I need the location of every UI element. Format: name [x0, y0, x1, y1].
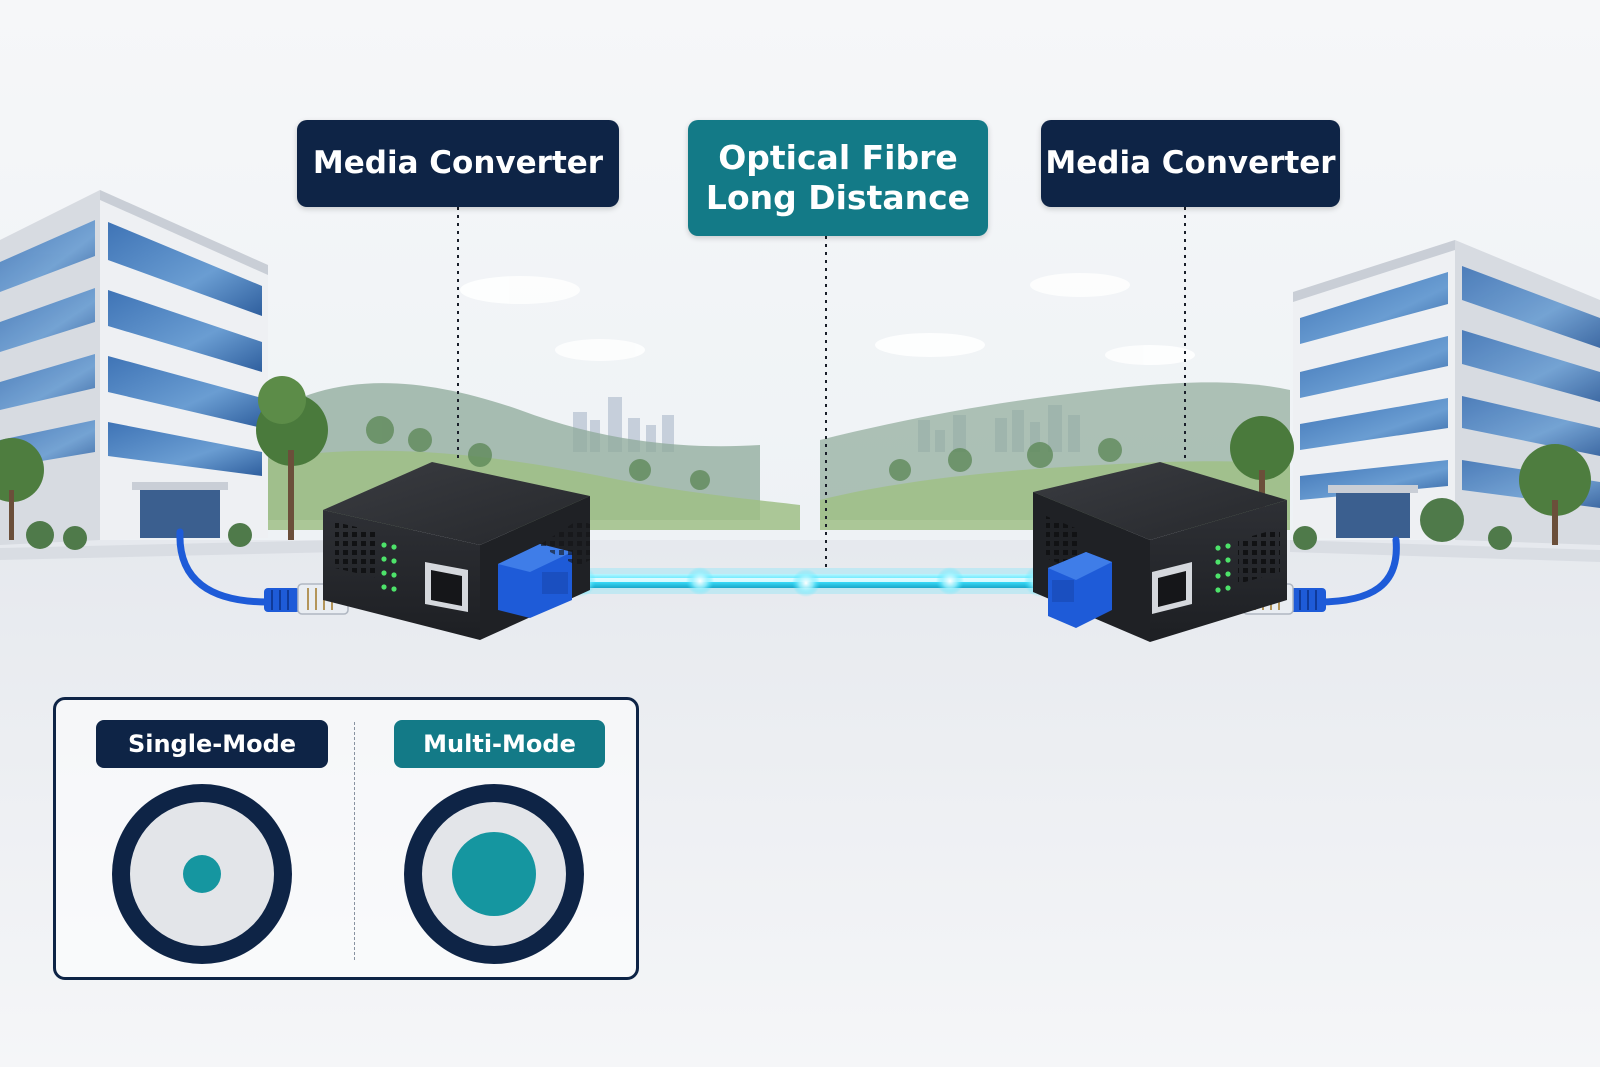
optical-fibre-label-line2: Long Distance [706, 178, 970, 218]
optical-fibre-label-line1: Optical Fibre [718, 138, 958, 178]
single-mode-label: Single-Mode [96, 720, 328, 768]
single-mode-core-icon [110, 782, 294, 966]
panel-divider [354, 722, 355, 960]
fibre-type-panel: Single-Mode Multi-Mode [53, 697, 639, 980]
media-converter-label-left-text: Media Converter [313, 145, 603, 182]
media-converter-label-left: Media Converter [297, 120, 619, 207]
optical-fibre-link [564, 565, 1056, 597]
multi-mode-label: Multi-Mode [394, 720, 605, 768]
media-converter-label-right-text: Media Converter [1045, 145, 1335, 182]
optical-fibre-label: Optical Fibre Long Distance [688, 120, 988, 236]
media-converter-label-right: Media Converter [1041, 120, 1340, 207]
multi-mode-core-icon [402, 782, 586, 966]
